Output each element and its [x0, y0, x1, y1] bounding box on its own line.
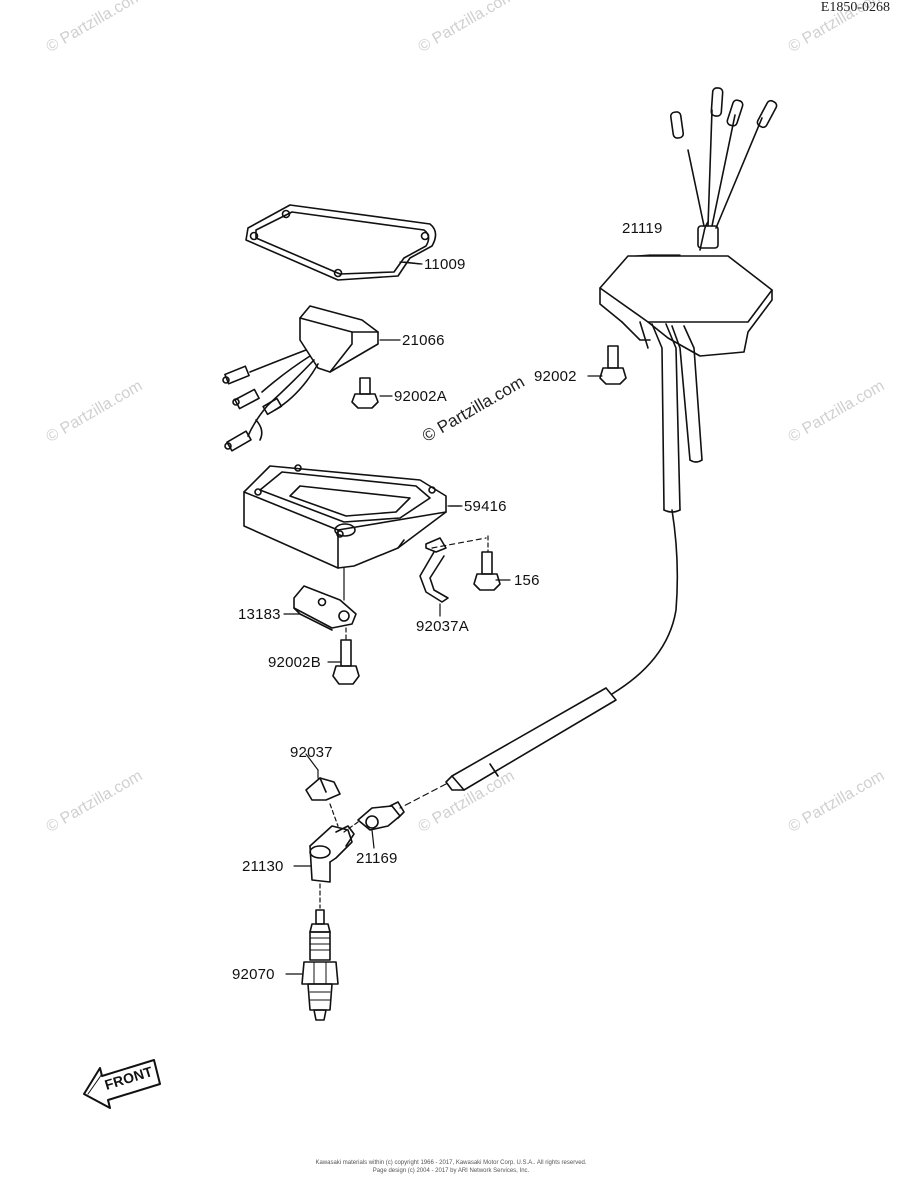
- leader-lines: [305, 254, 651, 771]
- cdi-unit-21066: [222, 305, 401, 452]
- callout-59416[interactable]: 59416: [464, 498, 507, 515]
- bolt-156: [431, 535, 501, 591]
- callout-21119[interactable]: 21119: [622, 220, 663, 237]
- callout-92002A[interactable]: 92002A: [394, 388, 447, 405]
- plug-cap-21130: [293, 825, 355, 909]
- bolt-92002A: [351, 377, 393, 409]
- footer-copyright: Kawasaki materials within (c) copyright …: [315, 1160, 587, 1166]
- callout-13183[interactable]: 13183: [238, 606, 281, 623]
- callout-21130[interactable]: 21130: [242, 858, 284, 875]
- hight-tension-cable: [399, 509, 679, 809]
- bracket-13183: [283, 567, 357, 631]
- bolt-92002: [599, 345, 627, 385]
- clip-92037: [305, 769, 341, 827]
- callout-11009[interactable]: 11009: [424, 256, 466, 273]
- gasket-11009: [245, 204, 437, 281]
- callout-92070[interactable]: 92070: [232, 966, 275, 983]
- callout-92037[interactable]: 92037: [290, 744, 333, 761]
- cap-21169: [343, 801, 405, 849]
- callout-156[interactable]: 156: [514, 572, 540, 589]
- callout-21066[interactable]: 21066: [402, 332, 445, 349]
- cdi-unit-21119: [599, 87, 778, 513]
- callout-92037A[interactable]: 92037A: [416, 618, 469, 635]
- clip-92037A: [419, 537, 449, 617]
- footer-page-design: Page design (c) 2004 - 2017 by ARI Netwo…: [372, 1168, 530, 1174]
- front-arrow-icon: [83, 1059, 161, 1109]
- callout-92002B[interactable]: 92002B: [268, 654, 321, 671]
- bolt-92002B: [327, 627, 360, 685]
- diagram-code: E1850-0268: [820, 0, 890, 15]
- spark-plug-92070: [285, 909, 339, 1021]
- callout-92002[interactable]: 92002: [534, 368, 577, 385]
- case-59416: [243, 464, 461, 569]
- callout-21169[interactable]: 21169: [356, 850, 398, 867]
